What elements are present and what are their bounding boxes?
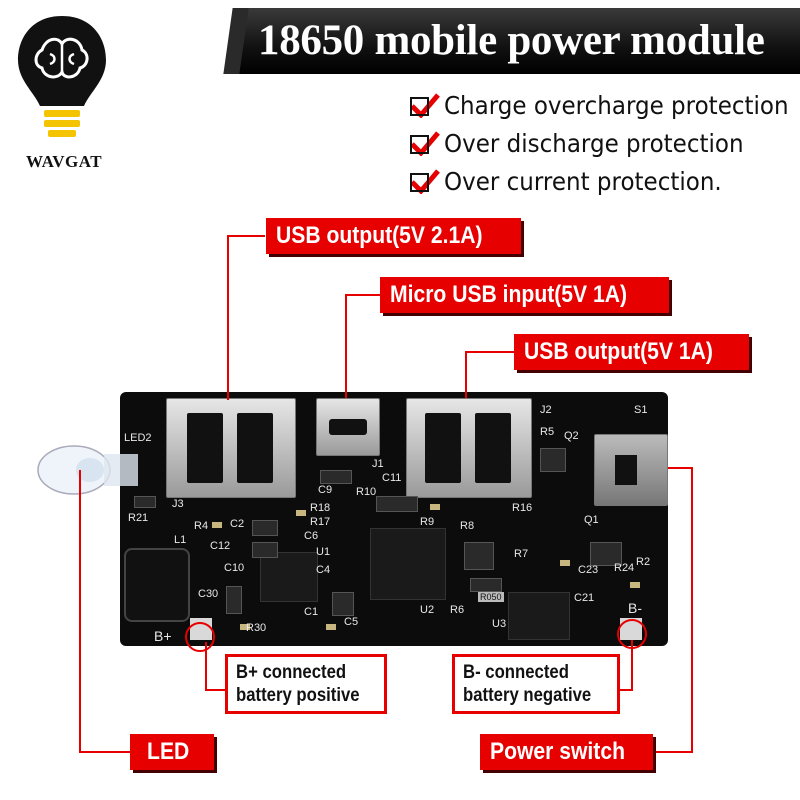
brain-lightbulb-icon [18,16,106,137]
silk-b-minus: B- [628,600,642,616]
silk-j1: J1 [372,458,384,470]
silk-u3: U3 [492,618,507,630]
silk-u1: U1 [316,546,331,558]
title-bar: 18650 mobile power module [223,8,800,74]
silk-r9: R9 [420,516,435,528]
power-switch-component [594,434,668,506]
label-b-minus: B- connected battery negative [452,654,620,714]
silk-c30: C30 [198,588,219,600]
label-led: LED [130,734,214,770]
label-micro-usb-input: Micro USB input(5V 1A) [380,277,670,313]
label-power-switch: Power switch [480,734,654,770]
silk-c23: C23 [578,564,599,576]
silk-c4: C4 [316,564,331,576]
silk-s1: S1 [634,404,648,416]
ic-u3 [508,592,570,640]
silk-c10: C10 [224,562,245,574]
usb-port-2a [166,398,296,498]
silk-r5: R5 [540,426,555,438]
inductor [124,548,190,622]
label-usb-output-1a: USB output(5V 1A) [514,334,749,370]
silk-c6: C6 [304,530,319,542]
feature-item: Over discharge protection [410,124,800,162]
silk-r24: R24 [614,562,635,574]
red-check-icon [410,93,440,118]
red-check-icon [410,131,440,156]
b-minus-pad [620,618,642,640]
silk-c2: C2 [230,518,245,530]
silk-j3: J3 [172,498,184,510]
feature-text: Over current protection. [444,166,722,196]
silk-c9: C9 [318,484,333,496]
label-usb-output-2a: USB output(5V 2.1A) [266,218,521,254]
micro-usb-port [316,398,380,456]
silk-r8: R8 [460,520,475,532]
silk-b-plus: B+ [154,628,172,644]
silk-j2: J2 [540,404,552,416]
logo-text: WAVGAT [26,152,103,171]
silk-c21: C21 [574,592,595,604]
silk-r4: R4 [194,520,209,532]
feature-item: Charge overcharge protection [410,86,800,124]
silk-r050: R050 [478,592,504,602]
led-icon [37,445,138,495]
silk-u2: U2 [420,604,435,616]
label-b-plus: B+ connected battery positive [225,654,388,714]
silk-c11: C11 [382,472,402,484]
feature-list: Charge overcharge protection Over discha… [410,86,800,200]
silk-r6: R6 [450,604,465,616]
silk-r10: R10 [356,486,377,498]
silk-c1: C1 [304,606,319,618]
silk-r16: R16 [512,502,533,514]
silk-r18: R18 [310,502,331,514]
feature-text: Charge overcharge protection [444,90,789,120]
feature-text: Over discharge protection [444,128,744,158]
silk-r17: R17 [310,516,331,528]
pcb-board: LED2 J3 J1 J2 S1 R5 Q2 C9 R10 C11 R21 R4… [120,392,668,646]
usb-port-1a [406,398,532,498]
silk-c5: C5 [344,616,359,628]
silk-q2: Q2 [564,430,579,442]
page-title: 18650 mobile power module [258,17,765,64]
silk-r30: R30 [246,622,267,634]
silk-c12: C12 [210,540,231,552]
silk-r21: R21 [128,512,149,524]
red-check-icon [410,169,440,194]
silk-r7: R7 [514,548,529,560]
ic-u1 [260,552,318,602]
silk-r2: R2 [636,556,651,568]
silk-led2: LED2 [124,432,152,444]
brand-logo: WAVGAT [12,10,112,171]
silk-l1: L1 [174,534,187,546]
feature-item: Over current protection. [410,162,800,200]
silk-q1: Q1 [584,514,599,526]
ic-u2 [370,528,446,600]
